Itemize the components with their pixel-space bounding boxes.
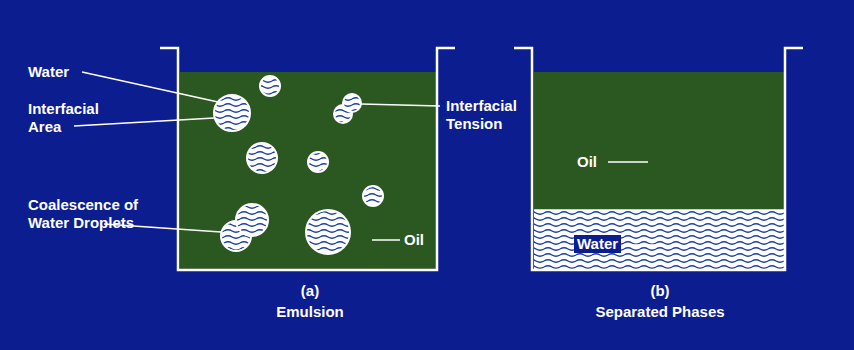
part-title: Separated Phases — [570, 303, 750, 321]
tension-label: Interfacial Tension — [446, 97, 546, 133]
oil-label: Oil — [404, 231, 444, 249]
phase-boundary — [534, 209, 784, 211]
beaker-outline — [514, 48, 803, 270]
oil-fill — [180, 72, 436, 269]
beaker-outline — [160, 48, 455, 270]
leader-lines — [74, 72, 660, 245]
oil-label: Oil — [577, 153, 617, 171]
water-label: Water — [28, 63, 88, 81]
coalescence-label: Coalescence of Water Droplets — [28, 196, 140, 232]
water-layer — [534, 210, 784, 269]
area-label: Interfacial Area — [28, 100, 123, 136]
oil-layer — [534, 72, 784, 210]
water-droplets — [214, 76, 383, 254]
water-label: Water — [574, 235, 621, 253]
part-title: Emulsion — [230, 303, 390, 321]
part-letter: (b) — [595, 282, 725, 300]
part-letter: (a) — [245, 282, 375, 300]
